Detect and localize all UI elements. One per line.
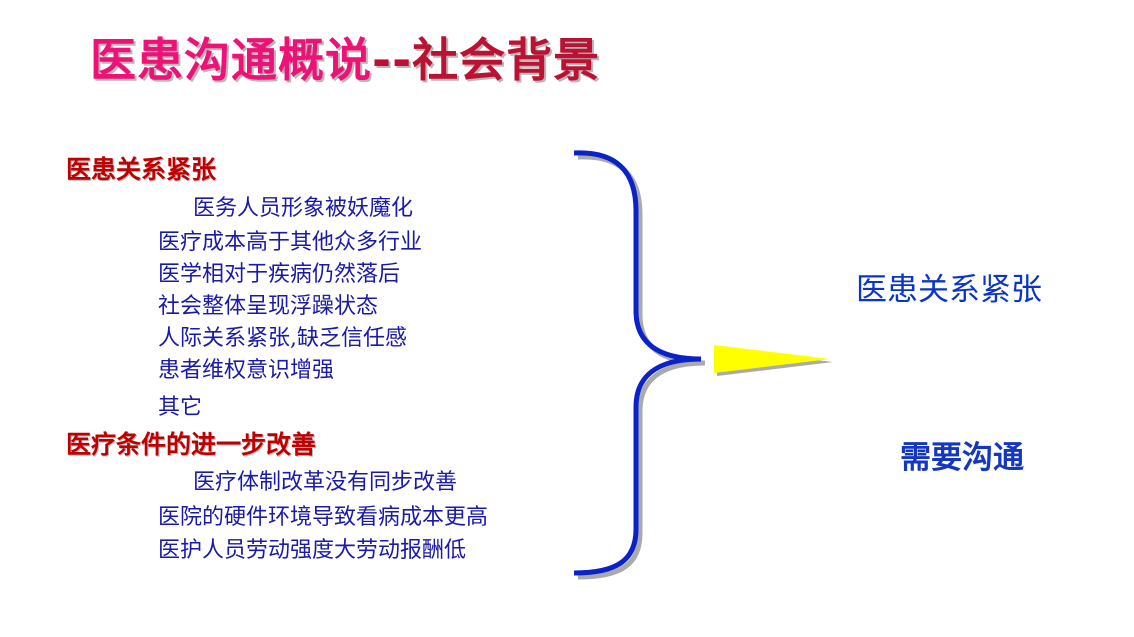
- section1-item: 社会整体呈现浮躁状态: [158, 294, 379, 319]
- section1-item: 医疗成本高于其他众多行业: [158, 230, 423, 255]
- section2-item: 医护人员劳动强度大劳动报酬低: [158, 538, 467, 563]
- section2-heading: 医疗条件的进一步改善: [66, 430, 317, 459]
- curly-brace-icon: [573, 150, 702, 576]
- section1-item: 人际关系紧张,缺乏信任感: [158, 326, 407, 351]
- section1-item: 医学相对于疾病仍然落后: [158, 262, 401, 287]
- section1-item: 其它: [158, 395, 203, 420]
- title-accent: --社会背景: [372, 33, 601, 87]
- brace-shadow: [577, 154, 706, 580]
- result-label-need-communication: 需要沟通: [900, 440, 1024, 476]
- slide-title: 医患沟通概说--社会背景: [90, 24, 600, 90]
- section1-item: 医务人员形象被妖魔化: [193, 196, 414, 221]
- title-main: 医患沟通概说: [90, 33, 372, 87]
- brace-graphic: [573, 150, 833, 580]
- arrow-right-icon: [714, 345, 830, 373]
- section1-heading: 医患关系紧张: [66, 155, 217, 184]
- section2-item: 医疗体制改革没有同步改善: [193, 470, 458, 495]
- section1-item: 患者维权意识增强: [158, 358, 335, 383]
- result-label-tension: 医患关系紧张: [856, 272, 1042, 308]
- section2-item: 医院的硬件环境导致看病成本更高: [158, 505, 489, 530]
